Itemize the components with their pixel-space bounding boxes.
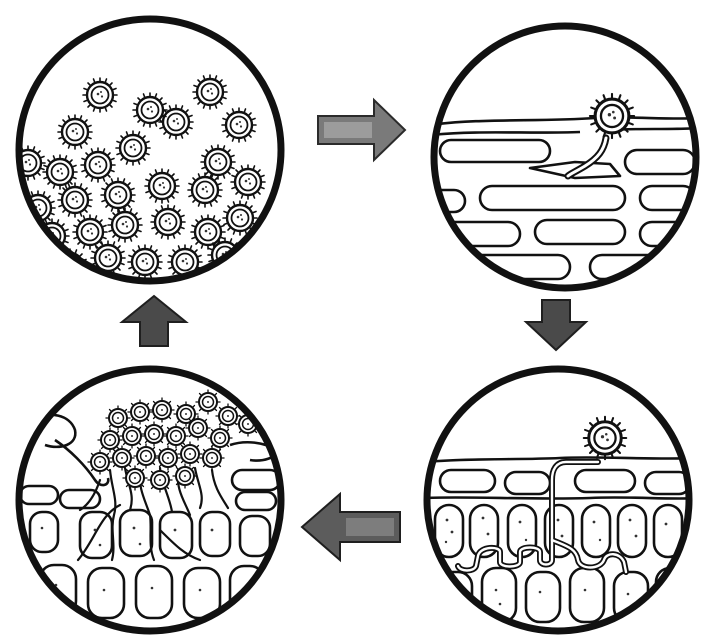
arrow-left xyxy=(302,494,400,560)
panel-spores-mass xyxy=(11,15,285,285)
panel-sporulation xyxy=(15,365,285,635)
arrow-up xyxy=(122,296,186,346)
panel-spore-germination xyxy=(430,22,700,292)
hypha-penetration-icon xyxy=(584,417,627,460)
panel-hypha-penetration xyxy=(425,365,700,635)
arrow-down xyxy=(526,300,586,350)
arrow-right xyxy=(318,100,405,160)
germinating-spore-icon xyxy=(590,94,634,138)
